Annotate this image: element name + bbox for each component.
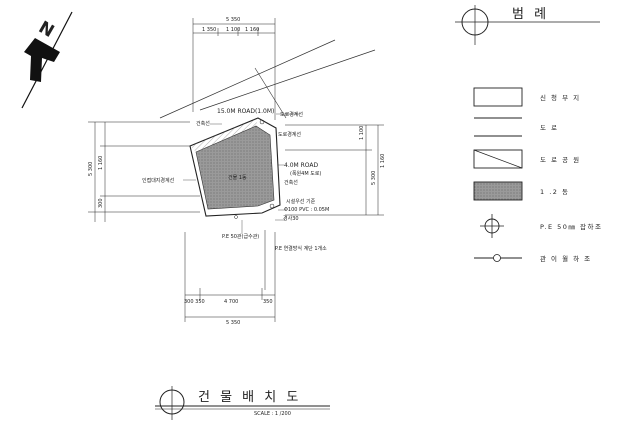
site-plan: 5 350 1 350 1 100 1 160 5 300 1 160 300 … (88, 17, 386, 326)
legend-label: 도 로 (540, 124, 559, 132)
manhole-marker (234, 215, 238, 219)
annotation-text: P.E 연결방식 계단 1개소 (275, 245, 327, 252)
annotation-text: 도로경계선 (278, 131, 301, 138)
annotation-text: 시설우선 기준 (286, 198, 316, 205)
dim-label: 300 (98, 198, 104, 208)
dim-label: 5 300 (371, 171, 377, 185)
road-label-right: 4.0M ROAD (284, 162, 319, 169)
dim-label: 5 350 (226, 17, 240, 23)
north-arrow-head (24, 38, 60, 82)
legend-label: 1 .2 동 (540, 188, 569, 196)
road-edge-line (159, 39, 336, 119)
dim-label: 1 100 (359, 126, 365, 140)
legend-label: P.E 50㎜ 잡하조 (540, 222, 602, 231)
north-arrow: N (21, 11, 73, 109)
legend-symbol-filled-rect (473, 181, 523, 201)
legend-label: 도 로 공 원 (540, 155, 581, 164)
manhole-marker (269, 203, 275, 209)
dimension-left: 5 300 1 160 300 (88, 121, 200, 222)
building-label: 건물 1동 (228, 174, 247, 181)
dimension-right: 1 100 5 300 1 160 (285, 124, 386, 216)
annotation-text: Φ100 PVC : 0.05M (284, 207, 329, 213)
dim-label: 1 350 (202, 27, 216, 33)
dim-label: 5 300 (88, 162, 94, 176)
drawing-title-block: 건 물 배 치 도 SCALE : 1 /200 (155, 386, 330, 420)
road-park-strip (190, 118, 258, 152)
legend: 범 례 신 청 부 지 도 로 도 로 공 원 1 .2 동 P.E 50㎜ 잡… (455, 5, 602, 263)
road-edge-line (199, 49, 376, 111)
dim-label: 350 (263, 299, 273, 305)
dim-label: 5 350 (226, 320, 240, 326)
dim-label: 1 160 (98, 156, 104, 170)
dimension-bottom: 300 350 4 700 350 5 350 (184, 230, 276, 326)
road-edge-line (254, 67, 287, 119)
drawing-title: 건 물 배 치 도 (198, 390, 301, 405)
dim-label: 1 160 (380, 154, 386, 168)
legend-title: 범 례 (512, 7, 549, 22)
road-label-right-sub: (폭원4M 도로) (290, 170, 321, 177)
legend-label: 관 이 월 하 조 (540, 254, 592, 263)
annotation-text: 도로경계선 (280, 111, 303, 118)
legend-symbol-valve-icon (493, 254, 501, 262)
dim-label: 1 100 (226, 27, 240, 33)
legend-symbol-hatched-rect (473, 149, 523, 169)
annotation-text: P.E 50관(급수관) (222, 233, 259, 240)
drawing-scale: SCALE : 1 /200 (254, 411, 291, 417)
north-label: N (35, 18, 57, 42)
annotation-text: 건축선 (284, 179, 298, 186)
legend-label: 신 청 부 지 (540, 93, 581, 102)
dim-label: 4 700 (224, 299, 238, 305)
dimension-top: 5 350 1 350 1 100 1 160 (192, 17, 276, 120)
dim-label: 300 350 (184, 299, 205, 305)
annotation-text: 인접대지경계선 (142, 177, 175, 184)
road-label-upper: 15.0M ROAD(1.0M) (217, 108, 274, 115)
legend-symbol-outline-rect (473, 87, 523, 107)
annotation-text: 건축선 (196, 120, 210, 127)
dim-label: 1 160 (245, 27, 259, 33)
annotation-text: 경사30 (283, 215, 299, 222)
manhole-marker (259, 119, 265, 125)
north-arrow-axis (21, 11, 73, 109)
